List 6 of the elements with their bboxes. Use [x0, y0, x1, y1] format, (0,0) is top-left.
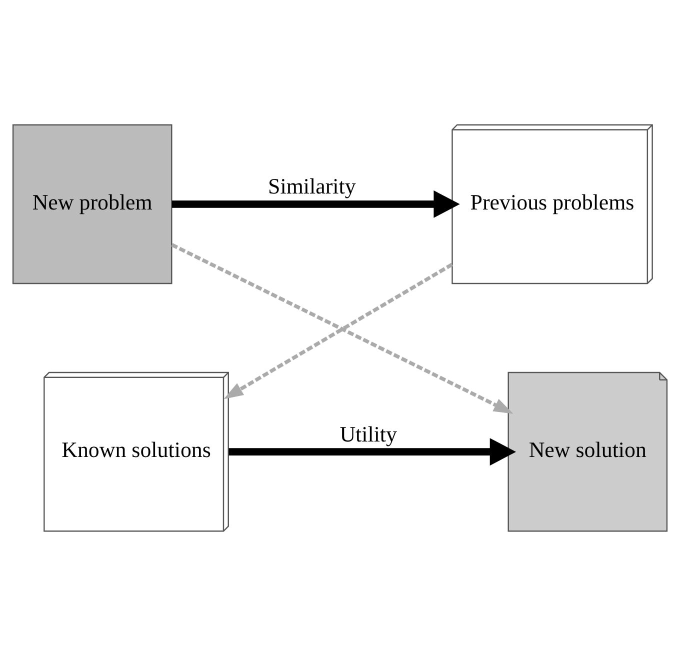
edge-label: Similarity — [268, 174, 356, 199]
node-box: New problem — [12, 124, 172, 284]
arrow — [228, 438, 516, 466]
arrow — [171, 243, 514, 414]
edge-label: Utility — [340, 421, 398, 446]
arrow — [172, 190, 460, 218]
